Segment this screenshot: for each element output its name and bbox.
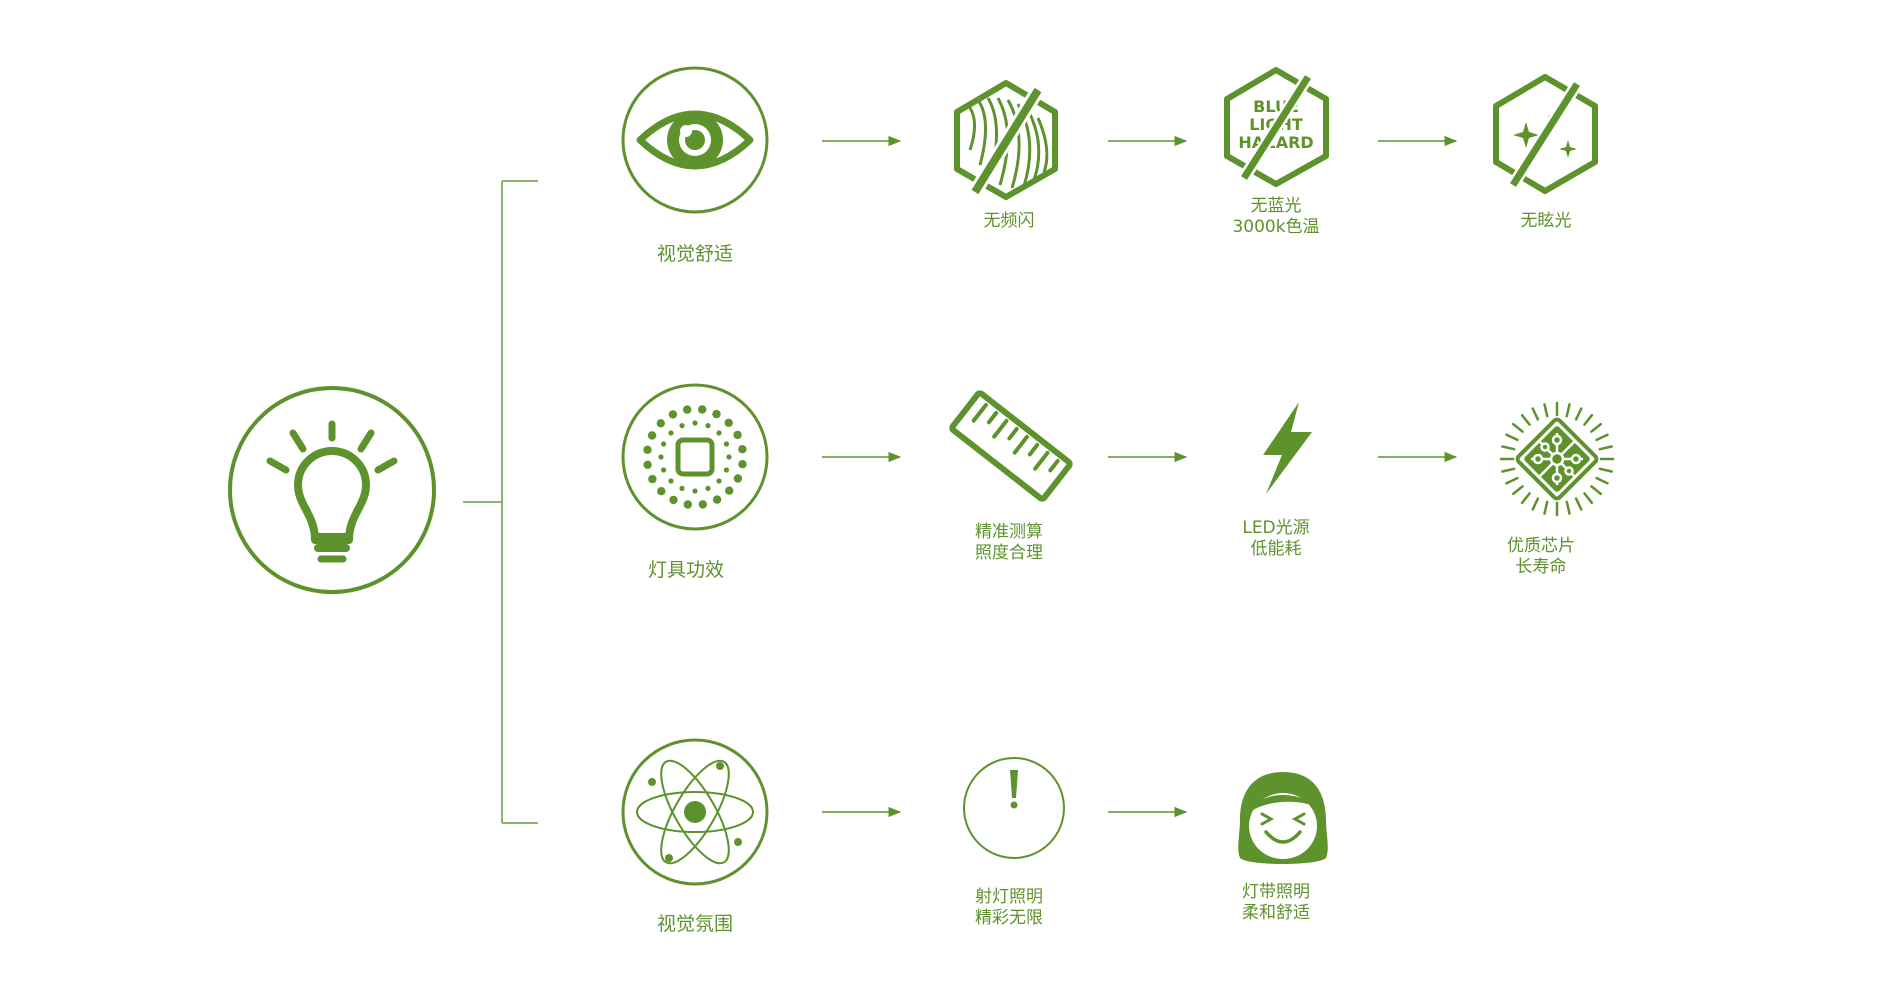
chip-ray — [1505, 433, 1519, 442]
eye-icon — [621, 66, 769, 214]
ruler-icon — [949, 390, 1073, 502]
chip-ray — [1501, 445, 1516, 451]
chip-ray — [1511, 422, 1524, 433]
feature-label-spotlight: 射灯照明 精彩无限 — [975, 887, 1043, 929]
chip-ray — [1520, 413, 1531, 426]
chip-ray — [1501, 467, 1516, 473]
no-flicker-icon — [954, 80, 1058, 200]
led-dot — [692, 420, 698, 426]
led-dot — [683, 500, 692, 509]
feature-label-no-flicker: 无频闪 — [983, 211, 1035, 231]
lightning-icon — [1263, 402, 1312, 494]
led-dot — [724, 418, 733, 427]
led-dot — [658, 454, 664, 460]
led-dot — [668, 430, 674, 436]
led-dot — [668, 410, 678, 419]
no-glare-icon — [1493, 74, 1598, 194]
led-dot — [705, 423, 711, 429]
chip-ray — [1598, 467, 1613, 473]
lightbulb-icon — [228, 386, 436, 594]
chip-ray — [1595, 476, 1609, 485]
chip-ray — [1590, 485, 1603, 496]
led-dot — [738, 445, 747, 454]
led-dot — [643, 460, 652, 469]
category-label-visual-comfort: 视觉舒适 — [656, 243, 734, 265]
led-dot — [712, 409, 721, 419]
led-dot — [723, 467, 730, 473]
led-dot — [669, 495, 678, 505]
chip-icon — [1499, 401, 1615, 517]
led-dot — [647, 431, 657, 440]
led-dot — [661, 467, 667, 473]
led-dot — [738, 460, 747, 469]
chip-ray — [1598, 445, 1613, 451]
led-dot — [679, 485, 685, 491]
led-dot — [661, 441, 667, 447]
chip-ray — [1531, 407, 1540, 421]
led-dot — [692, 488, 698, 494]
feature-label-light-strip: 灯带照明 柔和舒适 — [1242, 882, 1310, 924]
chip-ray — [1583, 413, 1594, 426]
led-dot — [726, 454, 732, 460]
chip-ray — [1565, 500, 1571, 515]
chip-ray — [1511, 485, 1524, 496]
atom-icon — [621, 738, 769, 886]
feature-label-quality-chip: 优质芯片 长寿命 — [1507, 536, 1575, 578]
led-dot — [733, 474, 743, 483]
chip-ray — [1574, 407, 1583, 421]
led-dot — [656, 419, 665, 428]
feature-label-precise-calculation: 精准测算 照度合理 — [975, 522, 1043, 564]
led-dot — [705, 485, 711, 491]
led-dot — [683, 405, 692, 414]
led-dot — [657, 487, 666, 496]
chip-ray — [1531, 497, 1540, 511]
led-dot — [733, 430, 742, 440]
led-dot — [725, 486, 734, 495]
led-dot — [648, 474, 657, 484]
chip-ray — [1565, 403, 1571, 418]
category-label-fixture-efficacy: 灯具功效 — [647, 559, 725, 581]
chip-ray — [1590, 422, 1603, 433]
chip-ray — [1520, 492, 1531, 505]
flow-arrows — [822, 135, 1458, 818]
category-label-visual-atmosphere: 视觉氛围 — [656, 913, 734, 935]
happy-face-icon — [1238, 772, 1328, 864]
led-dot — [723, 441, 730, 447]
no-blue-light-hazard-icon: BLUE LIGHT HAZARD — [1224, 67, 1329, 187]
exclamation-circle-icon — [963, 757, 1065, 859]
chip-ray — [1505, 476, 1519, 485]
led-dot — [712, 495, 722, 504]
chip-ray — [1595, 433, 1609, 442]
chip-ray — [1543, 403, 1549, 418]
led-dot — [643, 445, 652, 454]
led-array-icon — [621, 383, 769, 531]
feature-label-led-low-energy: LED光源 低能耗 — [1242, 518, 1310, 560]
feature-label-no-glare: 无眩光 — [1520, 211, 1572, 231]
led-dot — [668, 478, 674, 484]
chip-ray — [1574, 497, 1583, 511]
led-dot — [716, 478, 722, 484]
chip-ray — [1543, 500, 1549, 515]
feature-label-no-blue-light: 无蓝光 3000k色温 — [1232, 196, 1320, 238]
connector-lines — [463, 180, 538, 824]
led-dot — [698, 405, 707, 414]
led-dot — [698, 500, 707, 509]
led-dot — [679, 423, 685, 429]
chip-ray — [1583, 492, 1594, 505]
led-dot — [716, 430, 722, 436]
